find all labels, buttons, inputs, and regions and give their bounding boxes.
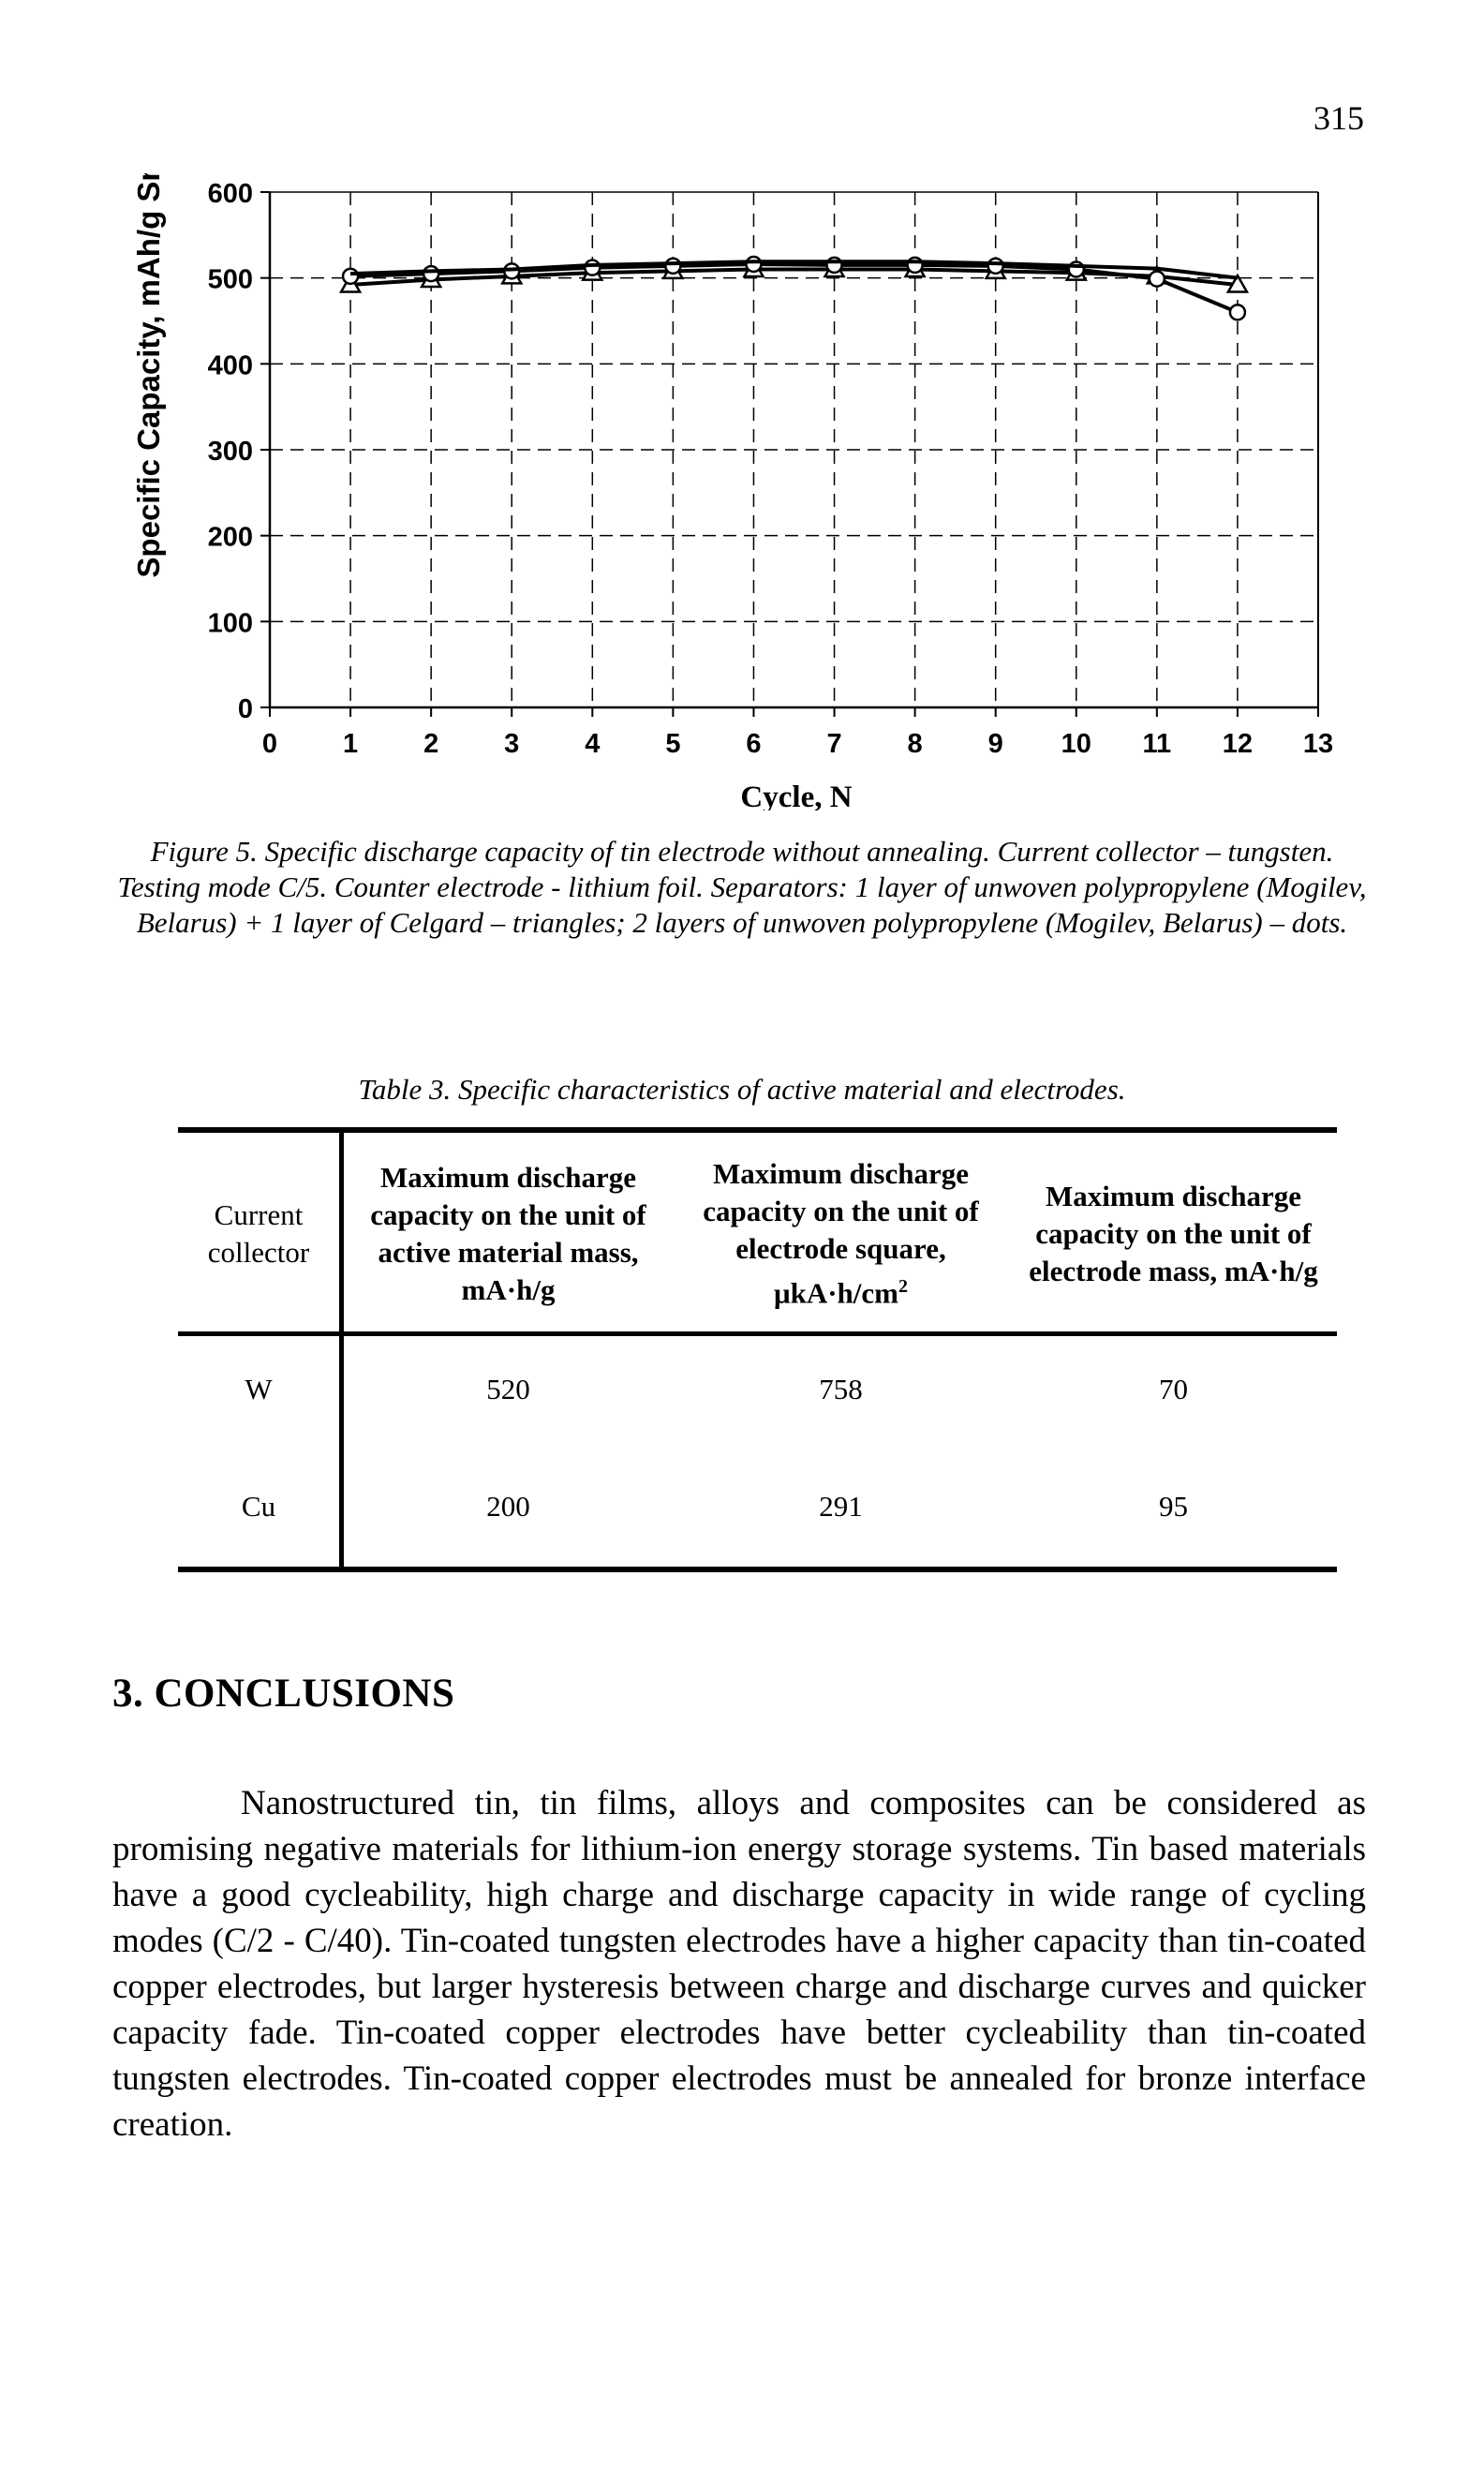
y-tick-label: 300 [208, 437, 253, 467]
circle-marker [341, 267, 360, 286]
x-tick-label: 13 [1303, 729, 1333, 759]
characteristics-table: Current collector Maximum discharge capa… [178, 1127, 1337, 1575]
table-row-cu-electrode-square: 291 [819, 1490, 863, 1523]
y-tick-label: 600 [208, 179, 253, 209]
figure-caption: Figure 5. Specific discharge capacity of… [117, 835, 1367, 939]
x-tick-label: 3 [504, 729, 519, 759]
x-tick-label: 6 [746, 729, 761, 759]
table-row-cu-collector: Cu [241, 1490, 276, 1523]
x-tick-label: 7 [826, 729, 841, 759]
x-tick-label: 4 [585, 729, 600, 759]
x-tick-label: 8 [908, 729, 923, 759]
table-row-w-active-mass: 520 [486, 1373, 530, 1405]
table-row-cu-active-mass: 200 [486, 1490, 530, 1523]
table-top-rule [178, 1127, 1337, 1133]
chart-series [338, 255, 1250, 321]
table-row-cu-electrode-mass: 95 [1159, 1490, 1188, 1523]
circle-marker [664, 257, 682, 275]
table-header-current-collector: Current collector [207, 1198, 310, 1269]
x-tick-label: 5 [665, 729, 680, 759]
circle-marker [745, 255, 763, 274]
table-row-w-electrode-square: 758 [819, 1373, 863, 1405]
circle-marker [422, 264, 440, 283]
x-axis-label: Cycle, N [740, 781, 852, 810]
y-tick-label: 200 [208, 523, 253, 553]
y-tick-label: 500 [208, 265, 253, 295]
table-row-w-collector: W [245, 1373, 273, 1405]
table-row-w-electrode-mass: 70 [1159, 1373, 1188, 1405]
series-line-1 [349, 267, 1239, 287]
circle-marker [584, 259, 601, 276]
page-number: 315 [1313, 99, 1364, 137]
x-tick-label: 9 [988, 729, 1003, 759]
y-tick-label: 100 [208, 608, 253, 638]
x-tick-label: 12 [1223, 729, 1253, 759]
x-tick-label: 10 [1061, 729, 1091, 759]
table-header-active-mass: Maximum discharge capacity on the unit o… [370, 1161, 646, 1306]
y-tick-label: 400 [208, 350, 253, 380]
table-header-electrode-square: Maximum discharge capacity on the unit o… [703, 1157, 979, 1310]
table-stub-divider [339, 1131, 344, 1570]
table-caption: Table 3. Specific characteristics of act… [358, 1073, 1126, 1106]
section-heading: 3. CONCLUSIONS [112, 1672, 455, 1716]
y-axis-label: Specific Capacity, mAh/g Sn [131, 173, 166, 578]
triangle-marker [1225, 273, 1250, 293]
table-bottom-rule [178, 1567, 1337, 1572]
circle-marker [1228, 304, 1247, 321]
x-tick-label: 1 [343, 729, 358, 759]
circle-marker [987, 257, 1004, 275]
x-tick-label: 11 [1143, 729, 1172, 759]
circle-marker [1148, 270, 1166, 288]
table-header-electrode-mass: Maximum discharge capacity on the unit o… [1029, 1180, 1318, 1287]
x-tick-label: 0 [262, 729, 277, 759]
series-line-3 [350, 260, 1239, 280]
y-tick-label: 0 [238, 694, 253, 724]
x-tick-label: 2 [423, 729, 438, 759]
table-header-rule [178, 1331, 1337, 1336]
conclusion-paragraph: Nanostructured tin, tin films, alloys an… [112, 1784, 1366, 2144]
